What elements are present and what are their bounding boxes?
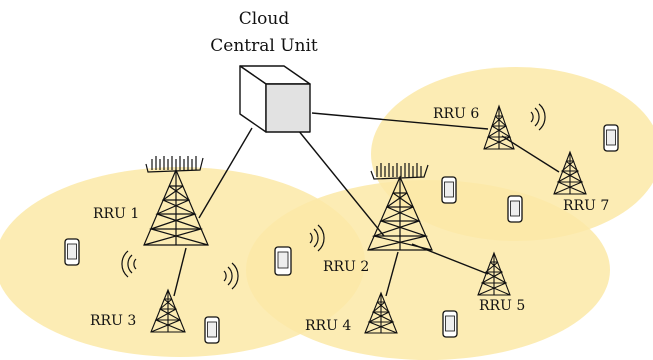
wireless-signals: [121, 103, 546, 290]
mobile-phone-icon: [442, 310, 458, 338]
cloud-central-unit-cube-icon: [239, 65, 311, 133]
wireless-signal-icon: [121, 250, 137, 278]
mobile-phone-icon: [603, 124, 619, 152]
rru6-antenna-tower-icon: [483, 104, 515, 150]
link-cloud-rru1: [198, 127, 253, 219]
mobile-phone-icon: [204, 316, 220, 344]
rru1-label: RRU 1: [93, 206, 139, 222]
rru3-antenna-tower-icon: [150, 288, 186, 333]
link-rru2-rru5: [411, 243, 489, 275]
rru5-antenna-tower-icon: [477, 251, 511, 296]
rru5-label: RRU 5: [479, 298, 525, 314]
mobile-phone-icon: [64, 238, 80, 266]
link-rru1-rru3: [173, 247, 187, 297]
mobile-devices: [64, 124, 619, 344]
rru7-antenna-tower-icon: [553, 150, 587, 195]
mobile-phone-icon: [274, 246, 292, 276]
mobile-phone-icon: [507, 195, 523, 223]
rru1-antenna-tower-icon: [143, 156, 209, 246]
rru4-antenna-tower-icon: [364, 291, 398, 334]
wireless-signal-icon: [309, 224, 325, 252]
link-cloud-rru6: [311, 112, 489, 130]
rru6-label: RRU 6: [433, 106, 479, 122]
rru-labels: RRU 1 RRU 2 RRU 3 RRU 4 RRU 5 RRU 6 RRU …: [90, 106, 609, 334]
cloud-title: Cloud: [239, 9, 290, 29]
wireless-signal-icon: [223, 262, 239, 290]
wireless-signal-icon: [530, 103, 546, 131]
rru3-label: RRU 3: [90, 313, 136, 329]
link-rru2-rru4: [385, 251, 399, 297]
cloud-subtitle: Central Unit: [210, 36, 318, 56]
mobile-phone-icon: [441, 176, 457, 204]
rru4-label: RRU 4: [305, 318, 351, 334]
rru2-label: RRU 2: [323, 259, 369, 275]
rru7-label: RRU 7: [563, 198, 609, 214]
link-cloud-rru2: [297, 129, 385, 237]
rru2-antenna-tower-icon: [367, 163, 433, 251]
